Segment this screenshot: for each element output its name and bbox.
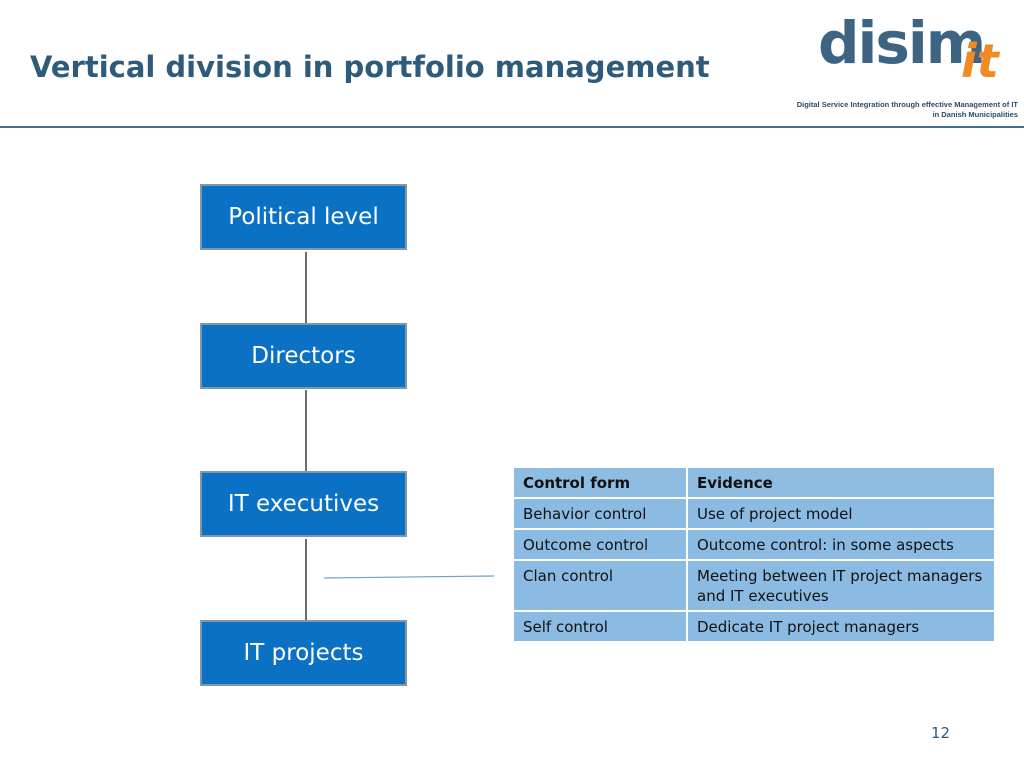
slide-title: Vertical division in portfolio managemen… <box>30 50 710 84</box>
node-directors: Directors <box>200 323 407 389</box>
page-number: 12 <box>931 724 951 742</box>
connector-political-directors <box>305 252 307 323</box>
cell-control-form: Outcome control <box>512 528 688 561</box>
disimit-logo: disim it Digital Service Integration thr… <box>797 9 1020 120</box>
cell-control-form: Behavior control <box>512 497 688 530</box>
header-evidence: Evidence <box>686 466 996 499</box>
cell-evidence: Meeting between IT project managers and … <box>686 559 996 612</box>
node-it-executives: IT executives <box>200 471 407 537</box>
cell-control-form: Self control <box>512 610 688 643</box>
table-row: Behavior control Use of project model <box>512 497 996 530</box>
table-row: Clan control Meeting between IT project … <box>512 559 996 612</box>
logo-wordmark: disim <box>818 9 986 77</box>
cell-evidence: Dedicate IT project managers <box>686 610 996 643</box>
table-header-row: Control form Evidence <box>512 466 996 499</box>
callout-leader-line <box>324 575 495 579</box>
header-control-form: Control form <box>512 466 688 499</box>
node-it-projects: IT projects <box>200 620 407 686</box>
header-divider <box>0 126 1024 128</box>
table-row: Self control Dedicate IT project manager… <box>512 610 996 643</box>
table-row: Outcome control Outcome control: in some… <box>512 528 996 561</box>
node-political-level: Political level <box>200 184 407 250</box>
cell-evidence: Use of project model <box>686 497 996 530</box>
connector-directors-it-executives <box>305 390 307 471</box>
logo-tagline-line1: Digital Service Integration through effe… <box>796 100 1018 109</box>
cell-control-form: Clan control <box>512 559 688 612</box>
logo-tagline-line2: in Danish Municipalities <box>932 110 1018 119</box>
logo-it-mark: it <box>961 34 999 88</box>
control-form-table: Control form Evidence Behavior control U… <box>512 466 996 643</box>
cell-evidence: Outcome control: in some aspects <box>686 528 996 561</box>
connector-it-executives-it-projects <box>305 539 307 620</box>
